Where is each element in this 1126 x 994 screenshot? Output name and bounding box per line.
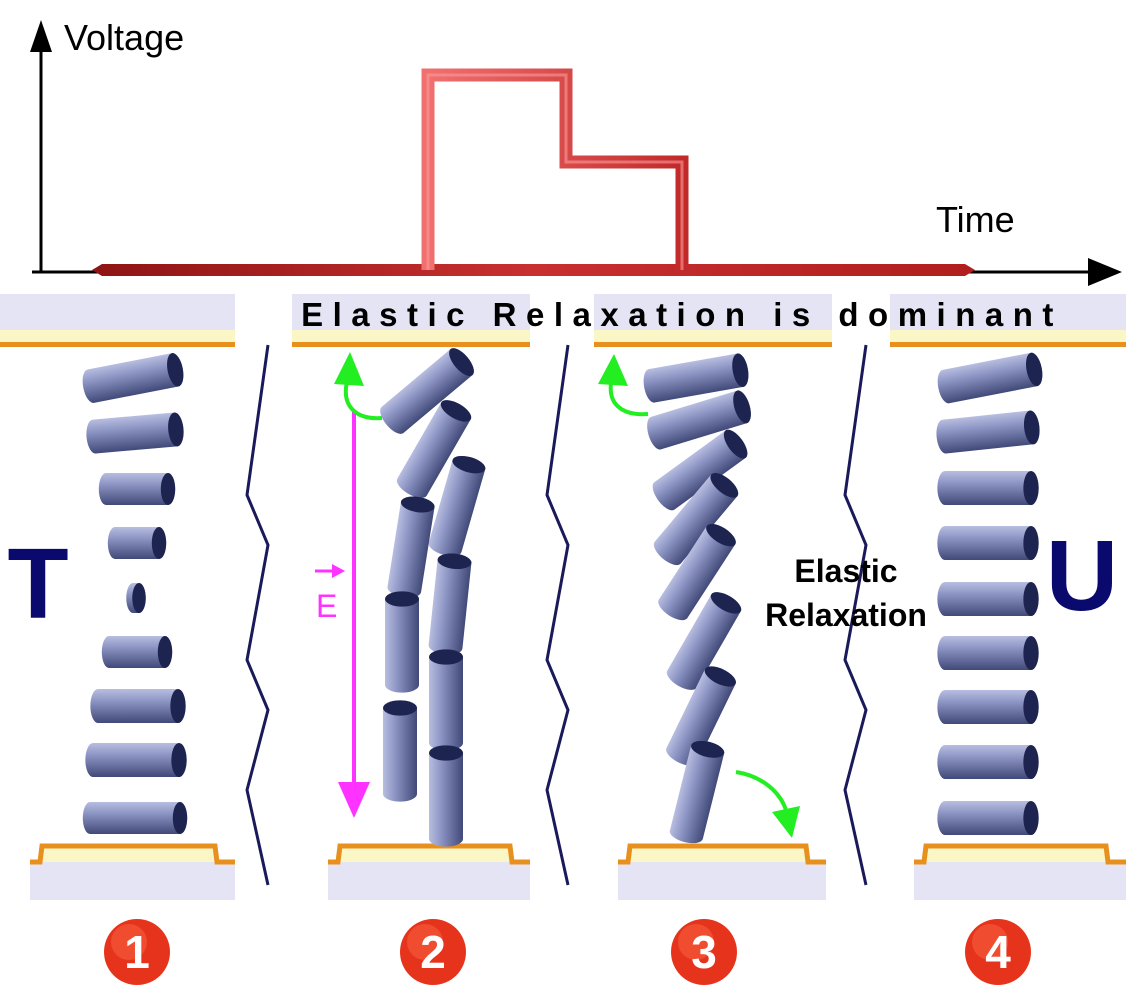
top-glass-4 — [890, 294, 1126, 330]
top-glass-3 — [594, 294, 832, 330]
molecule-2 — [86, 412, 184, 454]
molecule-7 — [90, 689, 186, 723]
bottom-glass-3 — [618, 862, 826, 900]
molecule-22 — [653, 472, 739, 566]
molecule-26 — [669, 740, 725, 844]
step-badge-4: 4 — [965, 919, 1031, 985]
bottom-glass-4 — [914, 862, 1126, 900]
molecule-32 — [937, 636, 1039, 670]
break-lines — [245, 344, 868, 886]
molecule-27 — [937, 352, 1043, 404]
break-line-1 — [245, 344, 270, 886]
bottom-electrode-4 — [914, 843, 1126, 865]
rotation-arrows — [334, 352, 800, 838]
molecule-9 — [82, 802, 188, 834]
step-number-3: 3 — [691, 926, 717, 978]
molecule-30 — [937, 526, 1039, 560]
molecule-34 — [937, 745, 1039, 779]
molecule-6 — [101, 636, 173, 668]
rotation-arrow-2-head — [334, 352, 364, 386]
molecule-35 — [937, 801, 1039, 835]
step-badge-2: 2 — [400, 919, 466, 985]
field-arrow: E — [315, 412, 370, 818]
state-letter-T: T — [7, 528, 68, 640]
molecule-16 — [429, 649, 463, 751]
molecule-8 — [85, 743, 187, 777]
cell-plates — [0, 294, 1126, 900]
bottom-coating-4 — [926, 846, 1106, 862]
bottom-coating-1 — [42, 846, 215, 862]
molecule-4 — [107, 527, 167, 559]
molecule-12 — [428, 455, 486, 557]
top-electrode-3 — [594, 342, 832, 347]
voltage-pulse — [421, 68, 689, 270]
molecule-31 — [937, 582, 1039, 616]
top-coating-2 — [292, 330, 530, 342]
baseline-signal — [92, 264, 975, 276]
top-electrode-1 — [0, 342, 235, 347]
step-number-1: 1 — [124, 926, 150, 978]
field-label: E — [316, 588, 337, 624]
molecule-28 — [936, 410, 1040, 454]
top-electrode-4 — [890, 342, 1126, 347]
rotation-arrow-3-bottom-curve — [735, 770, 788, 811]
bottom-coating-2 — [340, 846, 510, 862]
bottom-electrode-3 — [618, 843, 826, 865]
rotation-arrow-2-curve — [343, 377, 383, 421]
y-axis-label: Voltage — [64, 17, 184, 58]
annotation-line-2: Relaxation — [765, 597, 927, 633]
annotation-line-1: Elastic — [794, 553, 897, 589]
rotation-arrow-3-bottom-head — [772, 806, 800, 838]
molecule-18 — [429, 745, 463, 847]
molecule-15 — [385, 591, 419, 693]
break-line-2 — [545, 344, 570, 886]
step-number-2: 2 — [420, 926, 446, 978]
bottom-glass-1 — [30, 862, 235, 900]
molecule-21 — [652, 429, 748, 511]
top-coating-4 — [890, 330, 1126, 342]
rotation-arrow-3-top-head — [598, 354, 628, 386]
voltage-pulse-highlight — [426, 73, 684, 270]
molecule-24 — [666, 592, 742, 690]
banner-text: Elastic Relaxation is dominant — [301, 296, 1063, 333]
top-coating-3 — [594, 330, 832, 342]
bottom-electrode-2 — [328, 843, 530, 865]
top-glass-2 — [292, 294, 530, 330]
liquid-crystal-molecules — [82, 348, 1043, 847]
step-badges: 1 2 3 4 — [104, 919, 1031, 985]
molecule-13 — [387, 496, 435, 598]
y-axis-arrowhead — [30, 20, 52, 52]
molecule-23 — [658, 523, 736, 621]
step-badge-1: 1 — [104, 919, 170, 985]
molecule-5 — [126, 583, 146, 613]
molecule-29 — [937, 471, 1039, 505]
molecule-20 — [647, 390, 751, 450]
top-electrode-2 — [292, 342, 530, 347]
field-arrow-head — [338, 782, 370, 818]
molecule-14 — [428, 553, 472, 655]
bottom-glass-2 — [328, 862, 530, 900]
molecule-19 — [643, 353, 749, 403]
molecule-3 — [98, 473, 176, 505]
molecule-11 — [396, 400, 472, 498]
x-axis-label: Time — [936, 199, 1015, 240]
voltage-graph: Voltage Time — [30, 17, 1122, 286]
state-letter-U: U — [1046, 520, 1118, 632]
field-vector-tip — [332, 564, 345, 578]
molecule-1 — [82, 353, 184, 403]
top-glass-1 — [0, 294, 235, 330]
molecule-25 — [666, 666, 736, 766]
step-badge-3: 3 — [671, 919, 737, 985]
molecule-17 — [383, 700, 417, 802]
x-axis-arrowhead — [1088, 258, 1122, 286]
step-number-4: 4 — [985, 926, 1011, 978]
molecule-10 — [380, 348, 474, 434]
break-line-3 — [843, 344, 868, 886]
top-coating-1 — [0, 330, 235, 342]
bottom-electrode-1 — [30, 843, 235, 865]
molecule-33 — [937, 690, 1039, 724]
bottom-coating-3 — [630, 846, 806, 862]
